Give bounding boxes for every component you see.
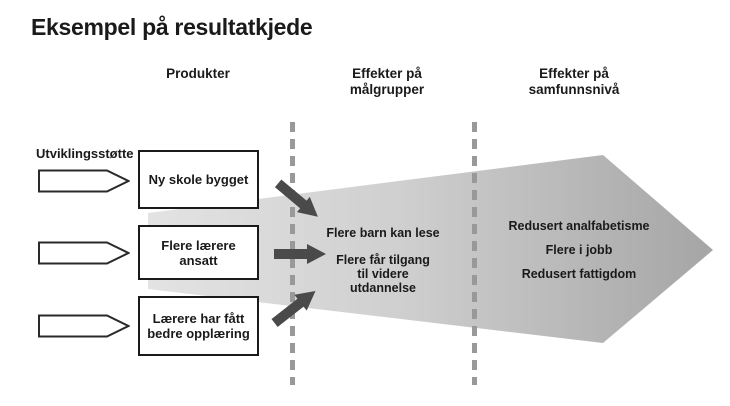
effect-item: Flere får tilgang til videre utdannelse [302, 253, 464, 295]
society-effects-list: Redusert analfabetisme Flere i jobb Redu… [498, 219, 660, 291]
divider-dashed-line-2 [472, 122, 477, 385]
product-box-3: Lærere har fått bedre opplæring [138, 296, 259, 356]
input-arrow-icon [38, 169, 130, 193]
column-header-products: Produkter [137, 66, 259, 82]
column-header-society-effects: Effekter på samfunnsnivå [498, 66, 650, 98]
input-label: Utviklingsstøtte [36, 146, 134, 161]
column-header-line: målgrupper [349, 82, 425, 97]
effect-item: Redusert analfabetisme [508, 219, 650, 233]
product-box-line: Flere lærere [161, 237, 236, 253]
column-header-line: samfunnsnivå [528, 82, 620, 97]
connector-arrow-icon [274, 244, 326, 264]
effect-item-line: Flere får tilgang [336, 253, 430, 267]
input-arrow-icon [38, 314, 130, 338]
effect-item: Flere i jobb [545, 243, 613, 257]
column-header-line: Produkter [166, 66, 230, 81]
effect-item: Flere barn kan lese [326, 226, 440, 240]
product-box-line: bedre opplæring [147, 326, 250, 341]
product-box-1: Ny skole bygget [138, 150, 259, 209]
column-header-line: Effekter på [539, 66, 609, 81]
product-box-line: Lærere har fått [152, 311, 245, 326]
effect-item-line: til videre [357, 267, 409, 281]
connector-arrow-icon [274, 179, 318, 217]
column-header-target-group-effects: Effekter på målgrupper [312, 66, 462, 98]
product-box-2: Flere lærere ansatt [138, 225, 259, 280]
target-group-effects-list: Flere barn kan lese Flere får tilgang ti… [302, 226, 464, 295]
column-header-line: Effekter på [352, 66, 422, 81]
connector-arrow-icon [271, 290, 316, 327]
effect-item-line: utdannelse [350, 281, 416, 295]
product-box-line: Ny skole bygget [148, 172, 249, 187]
product-box-line: ansatt [179, 252, 218, 268]
diagram-title: Eksempel på resultatkjede [31, 14, 313, 40]
input-arrow-icon [38, 241, 130, 265]
effect-item: Redusert fattigdom [521, 267, 637, 281]
